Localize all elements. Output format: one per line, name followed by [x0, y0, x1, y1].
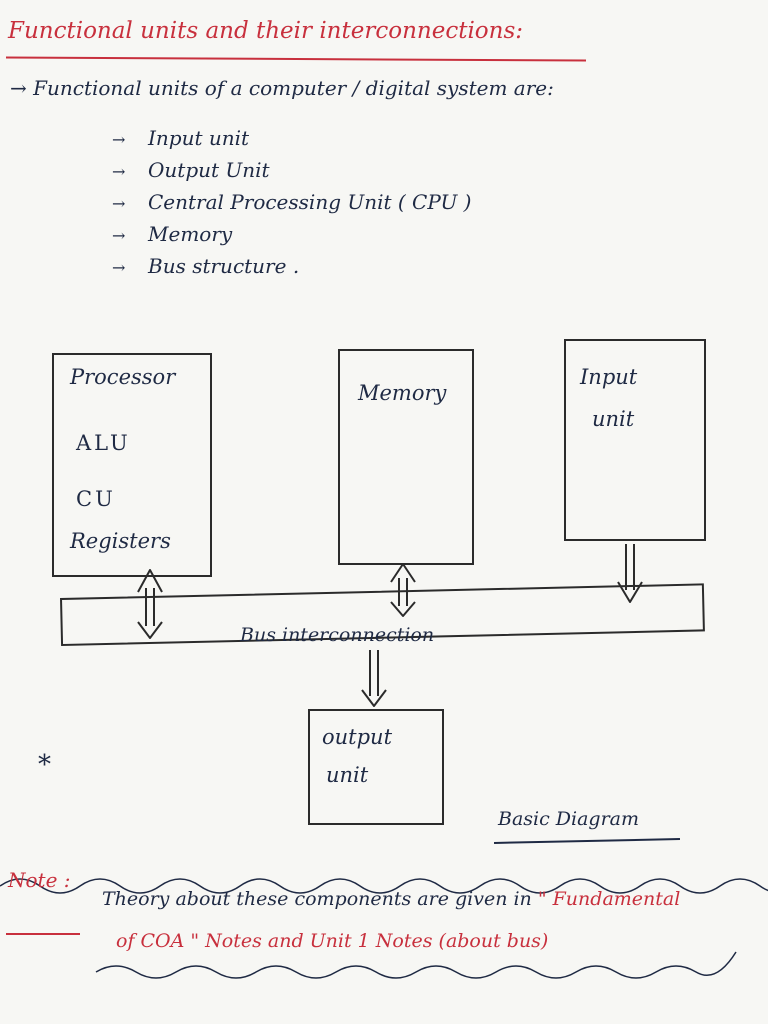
- arrow-right-icon: →: [112, 194, 126, 213]
- memory-bus-arrow: [390, 563, 416, 617]
- note-text-a: Theory about these components are given …: [102, 888, 532, 910]
- list-item-label: Input unit: [148, 126, 250, 150]
- list-item: → Memory: [112, 218, 471, 250]
- memory-box: Memory: [338, 349, 474, 565]
- list-item: → Input unit: [112, 122, 471, 154]
- basic-diagram-caption: Basic Diagram: [498, 808, 640, 830]
- input-unit-label-2: unit: [592, 407, 635, 431]
- list-item: → Central Processing Unit ( CPU ): [112, 186, 471, 218]
- note-label: Note :: [8, 868, 71, 892]
- note-wave-bottom: [95, 951, 737, 979]
- output-unit-box: output unit: [308, 709, 444, 825]
- processor-title: Processor: [70, 365, 176, 389]
- input-bus-arrow: [617, 544, 643, 603]
- list-item-label: Memory: [148, 222, 233, 246]
- bus-output-arrow: [361, 650, 387, 707]
- processor-bus-arrow: [137, 569, 163, 639]
- processor-box: Processor ALU CU Registers: [52, 353, 212, 577]
- alu-label: ALU: [76, 431, 131, 455]
- list-item-label: Output Unit: [148, 158, 270, 182]
- page-title: Functional units and their interconnecti…: [8, 18, 524, 44]
- registers-label: Registers: [70, 529, 171, 553]
- functional-units-list: → Input unit → Output Unit → Central Proces…: [112, 122, 471, 282]
- intro-line: → Functional units of a computer / digit…: [10, 76, 554, 100]
- list-item: → Bus structure .: [112, 250, 471, 282]
- note-wave-top: [0, 878, 768, 894]
- note-text-line-1: Theory about these components are given …: [102, 888, 680, 910]
- input-unit-label-1: Input: [580, 365, 638, 389]
- asterisk-mark: *: [38, 750, 51, 780]
- arrow-right-icon: →: [112, 226, 126, 245]
- arrow-right-icon: →: [112, 162, 126, 181]
- output-unit-label-1: output: [322, 725, 393, 749]
- cu-label: CU: [76, 487, 116, 511]
- bus-label: Bus interconnection: [240, 624, 435, 646]
- input-unit-box: Input unit: [564, 339, 706, 541]
- memory-label: Memory: [358, 381, 447, 405]
- output-unit-label-2: unit: [326, 763, 369, 787]
- note-text-b: " Fundamental: [537, 888, 681, 910]
- note-text-line-2: of COA " Notes and Unit 1 Notes (about b…: [116, 930, 549, 952]
- list-item-label: Central Processing Unit ( CPU ): [148, 190, 472, 214]
- list-item: → Output Unit: [112, 154, 471, 186]
- arrow-right-icon: →: [112, 258, 126, 277]
- list-item-label: Bus structure .: [148, 254, 300, 278]
- arrow-right-icon: →: [112, 130, 126, 149]
